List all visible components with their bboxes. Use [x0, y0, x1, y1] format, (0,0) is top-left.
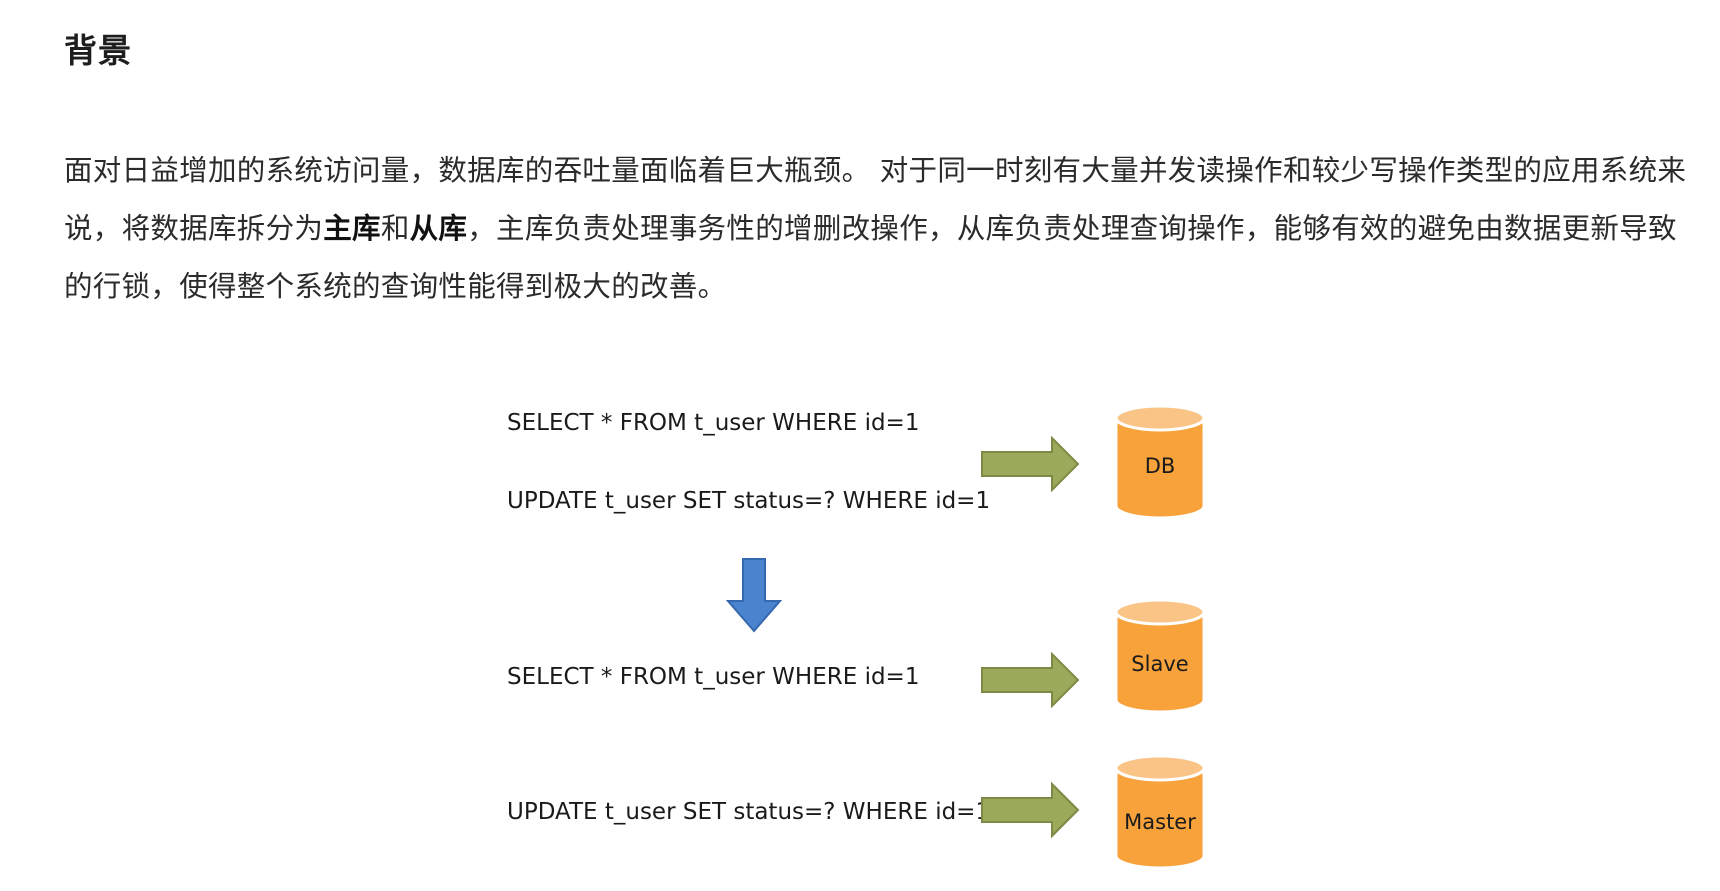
section-heading: 背景: [64, 31, 132, 70]
db-label: DB: [1144, 454, 1176, 478]
arrow-right-icon: [981, 652, 1080, 708]
arrow-down-icon: [726, 558, 782, 633]
paragraph-text-3: ，主库负责处理事务性的增删改操作，从库负责处理查询操作，能够有效的避免由数据更新…: [64, 212, 1677, 303]
sql-update-bottom: UPDATE t_user SET status=? WHERE id=1: [507, 799, 991, 825]
arrow-right-icon: [981, 436, 1080, 492]
database-master-icon: [1114, 754, 1206, 870]
sql-update-top: UPDATE t_user SET status=? WHERE id=1: [507, 488, 991, 514]
database-db-icon: [1114, 404, 1206, 520]
database-slave-icon: [1114, 598, 1206, 714]
slave-label: Slave: [1131, 652, 1189, 676]
paragraph-bold-slave: 从库: [409, 212, 468, 245]
paragraph-text-1: 面对日益增加的系统访问量，数据库的吞吐量面临着巨大瓶颈。 对于同一时刻有大量并发…: [64, 154, 1687, 245]
sql-select-bottom: SELECT * FROM t_user WHERE id=1: [507, 664, 920, 690]
arrow-right-icon: [981, 782, 1080, 838]
master-label: Master: [1124, 810, 1196, 834]
intro-paragraph: 面对日益增加的系统访问量，数据库的吞吐量面临着巨大瓶颈。 对于同一时刻有大量并发…: [64, 142, 1704, 316]
paragraph-bold-master: 主库: [323, 212, 381, 245]
sql-select-top: SELECT * FROM t_user WHERE id=1: [507, 410, 920, 436]
paragraph-text-2: 和: [380, 212, 410, 245]
